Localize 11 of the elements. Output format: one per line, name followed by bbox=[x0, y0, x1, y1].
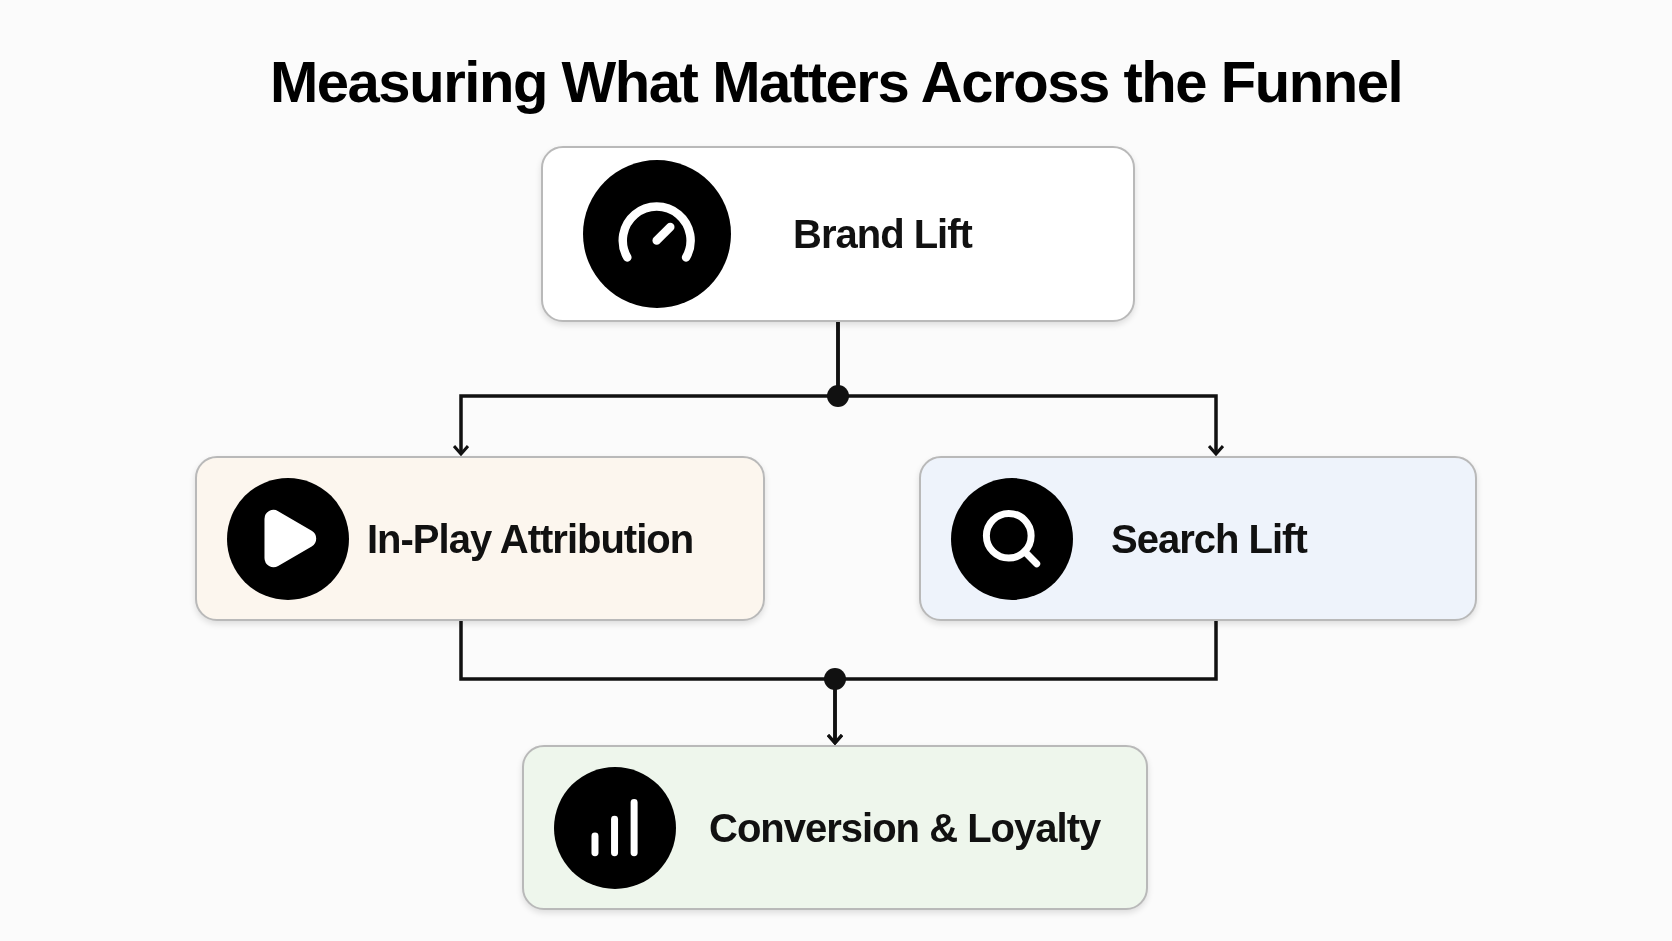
connector-arrow bbox=[836, 322, 1225, 456]
process-box bbox=[919, 456, 1477, 621]
process-box bbox=[522, 745, 1148, 910]
process-box bbox=[541, 146, 1135, 322]
diagram-title: Measuring What Matters Across the Funnel bbox=[268, 48, 1404, 116]
connector-arrow bbox=[826, 621, 1218, 745]
node-label: In-Play Attribution bbox=[367, 515, 694, 563]
node-label: Brand Lift bbox=[793, 211, 972, 258]
node-label: Search Lift bbox=[1111, 515, 1307, 563]
node-label: Conversion & Loyalty bbox=[709, 804, 1101, 852]
process-box bbox=[195, 456, 765, 621]
